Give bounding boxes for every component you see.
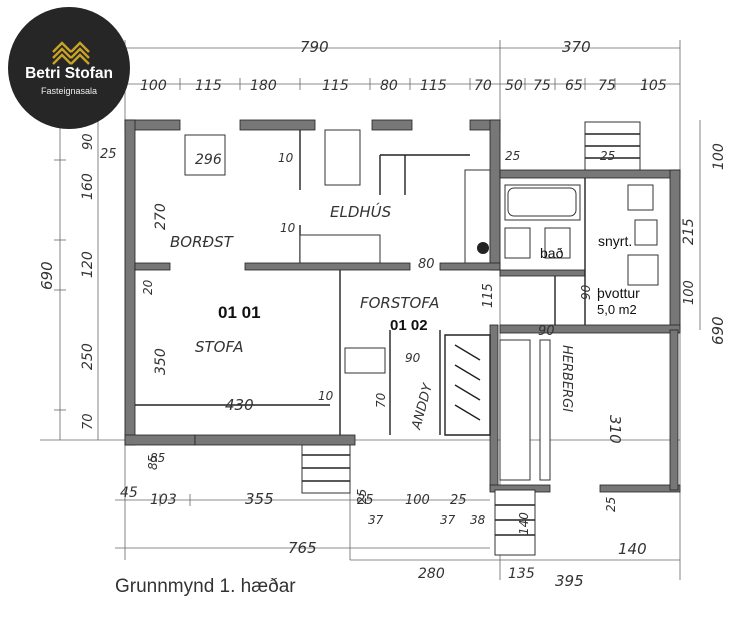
dim-inner: 10: [280, 221, 296, 235]
dim-bottom: 103: [150, 492, 177, 508]
plan-caption: Grunnmynd 1. hæðar: [115, 576, 296, 597]
dim-inner: 20: [141, 279, 155, 295]
dim-inner: 115: [481, 283, 496, 308]
dim-bottom: 140: [618, 540, 647, 558]
dim-right: 215: [681, 218, 697, 245]
dim-bottom: 100: [405, 493, 430, 508]
dim-bottom: 355: [245, 490, 274, 508]
dim-top-left: 790: [300, 38, 329, 56]
dim-inner: 70: [374, 392, 388, 408]
dim-left-inner: 270: [153, 203, 169, 230]
dim-chain: 75: [533, 78, 551, 94]
dim-left-inner: 25: [100, 147, 117, 162]
dim-bottom: 37: [368, 513, 384, 527]
dim-inner: 90: [538, 324, 555, 339]
interior-lines: [135, 121, 659, 556]
dim-inner: 25: [355, 489, 369, 504]
dim-inner: 90: [405, 351, 421, 365]
dim-inner: 90: [579, 284, 593, 300]
company-logo: Betri Stofan Fasteignasala: [8, 7, 130, 129]
room-labels: 01 01 01 02 STOFA BORÐST ELDHÚS FORSTOFA…: [170, 202, 640, 432]
dim-bottom: 25: [450, 493, 467, 508]
dim-left: 250: [80, 343, 96, 370]
dim-bottom: 135: [508, 566, 535, 582]
dim-left: 160: [80, 173, 96, 200]
dim-left-total: 690: [38, 261, 56, 290]
dim-bottom: 37: [440, 513, 456, 527]
room-id-forstofa: 01 02: [390, 317, 428, 334]
dim-left: 90: [81, 133, 96, 150]
dim-inner: 296: [195, 152, 222, 168]
dim-inner: 25: [604, 497, 618, 512]
dim-chain: 115: [322, 78, 349, 94]
dim-bottom: 25: [357, 493, 374, 508]
room-stofa: STOFA: [195, 338, 244, 356]
dim-left: 70: [81, 413, 96, 430]
dim-chain: 105: [640, 78, 667, 94]
room-thvottur-area: 5,0 m2: [597, 302, 637, 317]
room-herbergi: HERBERGI: [559, 345, 574, 412]
dim-bottom-total: 765: [288, 539, 317, 557]
dim-left-inner: 350: [153, 348, 169, 375]
dim-right: 100: [682, 280, 697, 305]
dim-chain: 115: [195, 78, 222, 94]
dim-bottom: 38: [470, 513, 486, 527]
dim-inner: 80: [418, 257, 435, 272]
dim-inner: 85: [150, 451, 165, 465]
room-thvottur: þvottur: [597, 285, 640, 301]
room-anddyri: ANDDY: [409, 381, 436, 432]
walls: [124, 119, 681, 493]
house-icon: [52, 41, 90, 65]
dim-bottom: 395: [555, 572, 584, 590]
room-forstofa: FORSTOFA: [360, 294, 439, 312]
dim-bottom: 45: [120, 485, 138, 501]
dim-inner: 25: [505, 149, 520, 163]
dim-chain: 70: [474, 78, 492, 94]
logo-tagline: Fasteignasala: [40, 86, 98, 96]
logo-name: Betri Stofan: [25, 65, 113, 82]
dim-left-inner: 85: [146, 455, 160, 470]
room-id-stofa: 01 01: [218, 303, 261, 322]
dim-chain: 100: [140, 78, 167, 94]
dim-chain: 50: [505, 78, 523, 94]
dim-bottom: 140: [517, 512, 531, 535]
room-bordst: BORÐST: [170, 233, 235, 251]
dim-right-total: 690: [709, 316, 727, 345]
dimension-labels: 790 370 100 115 180 115 80 115 70 50 75 …: [38, 38, 727, 590]
dim-chain: 75: [598, 78, 616, 94]
dim-bottom: 280: [418, 566, 445, 582]
dim-left: 120: [80, 251, 96, 278]
dim-inner: 25: [600, 149, 615, 163]
dim-inner: 10: [318, 389, 334, 403]
room-eldhus: ELDHÚS: [330, 202, 392, 221]
dim-inner: 10: [278, 151, 294, 165]
dim-chain: 65: [565, 78, 583, 94]
dim-inner: 310: [606, 415, 624, 444]
dim-chain: 115: [420, 78, 447, 94]
dim-chain: 180: [250, 78, 277, 94]
dim-inner: 430: [225, 396, 254, 414]
room-bad: bað: [540, 245, 564, 261]
dim-right: 100: [711, 143, 727, 170]
dim-chain: 80: [380, 78, 398, 94]
dim-top-right: 370: [562, 38, 591, 56]
room-snyrt: snyrt.: [598, 233, 632, 249]
